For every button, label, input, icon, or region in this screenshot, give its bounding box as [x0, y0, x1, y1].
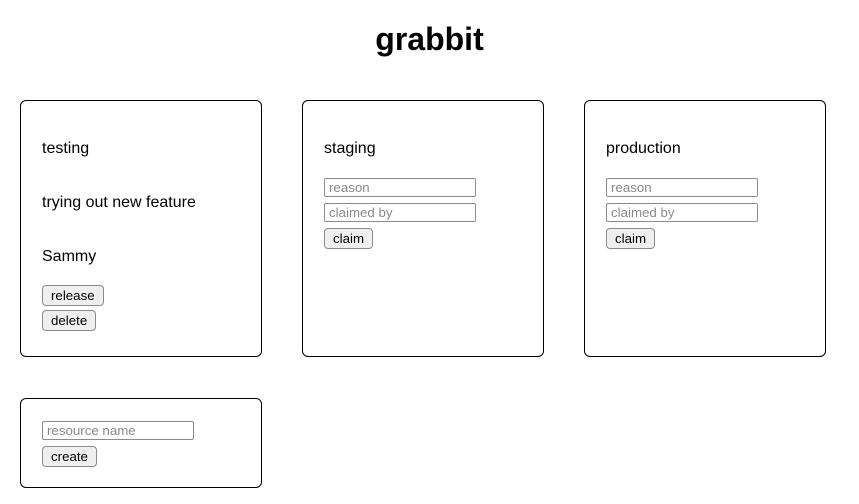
resource-card-production: production claim: [584, 100, 826, 357]
resource-name-input[interactable]: [42, 421, 194, 440]
release-button[interactable]: release: [42, 285, 104, 306]
reason-input[interactable]: [606, 178, 758, 197]
claimed-by-input[interactable]: [324, 203, 476, 222]
resource-card-testing: testing trying out new feature Sammy rel…: [20, 100, 262, 357]
reason-input[interactable]: [324, 178, 476, 197]
claim-button[interactable]: claim: [324, 228, 374, 249]
page-title: grabbit: [375, 21, 484, 57]
resource-name: staging: [324, 140, 376, 157]
resource-name: testing: [42, 140, 90, 157]
main-content: testing trying out new feature Sammy rel…: [0, 100, 859, 488]
resource-actions: release delete: [42, 285, 240, 331]
claimed-by-input[interactable]: [606, 203, 758, 222]
create-button[interactable]: create: [42, 446, 97, 467]
create-resource-card: create: [20, 398, 262, 488]
delete-button[interactable]: delete: [42, 310, 97, 331]
resource-claimed-by: Sammy: [42, 248, 97, 265]
resource-card-row: testing trying out new feature Sammy rel…: [20, 100, 839, 357]
resource-reason: trying out new feature: [42, 194, 196, 211]
resource-name: production: [606, 140, 681, 157]
claim-button[interactable]: claim: [606, 228, 656, 249]
resource-card-staging: staging claim: [302, 100, 544, 357]
